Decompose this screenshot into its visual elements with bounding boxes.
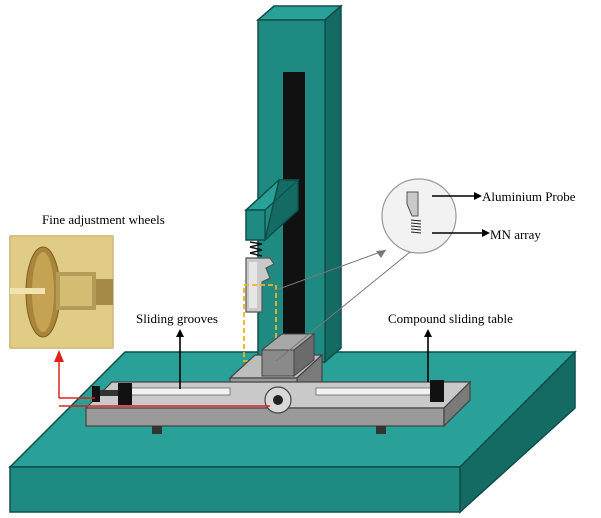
sliding-grooves-label: Sliding grooves	[136, 311, 218, 326]
red-pointer-lines	[54, 350, 270, 407]
magnified-probe-view	[381, 178, 457, 254]
x-rail	[84, 380, 472, 434]
mn-array-label: MN array	[490, 227, 541, 242]
compound-table-label: Compound sliding table	[388, 311, 513, 326]
label-arrows	[176, 192, 490, 389]
aluminium-probe-label: Aluminium Probe	[482, 189, 576, 204]
magnify-connectors	[275, 249, 411, 362]
vertical-column	[256, 4, 343, 364]
spring	[249, 241, 263, 257]
fine-adjustment-label: Fine adjustment wheels	[42, 212, 165, 227]
horizontal-arm	[244, 178, 300, 243]
adjustment-knob	[264, 386, 292, 414]
fine-adjustment-photo	[9, 235, 114, 349]
